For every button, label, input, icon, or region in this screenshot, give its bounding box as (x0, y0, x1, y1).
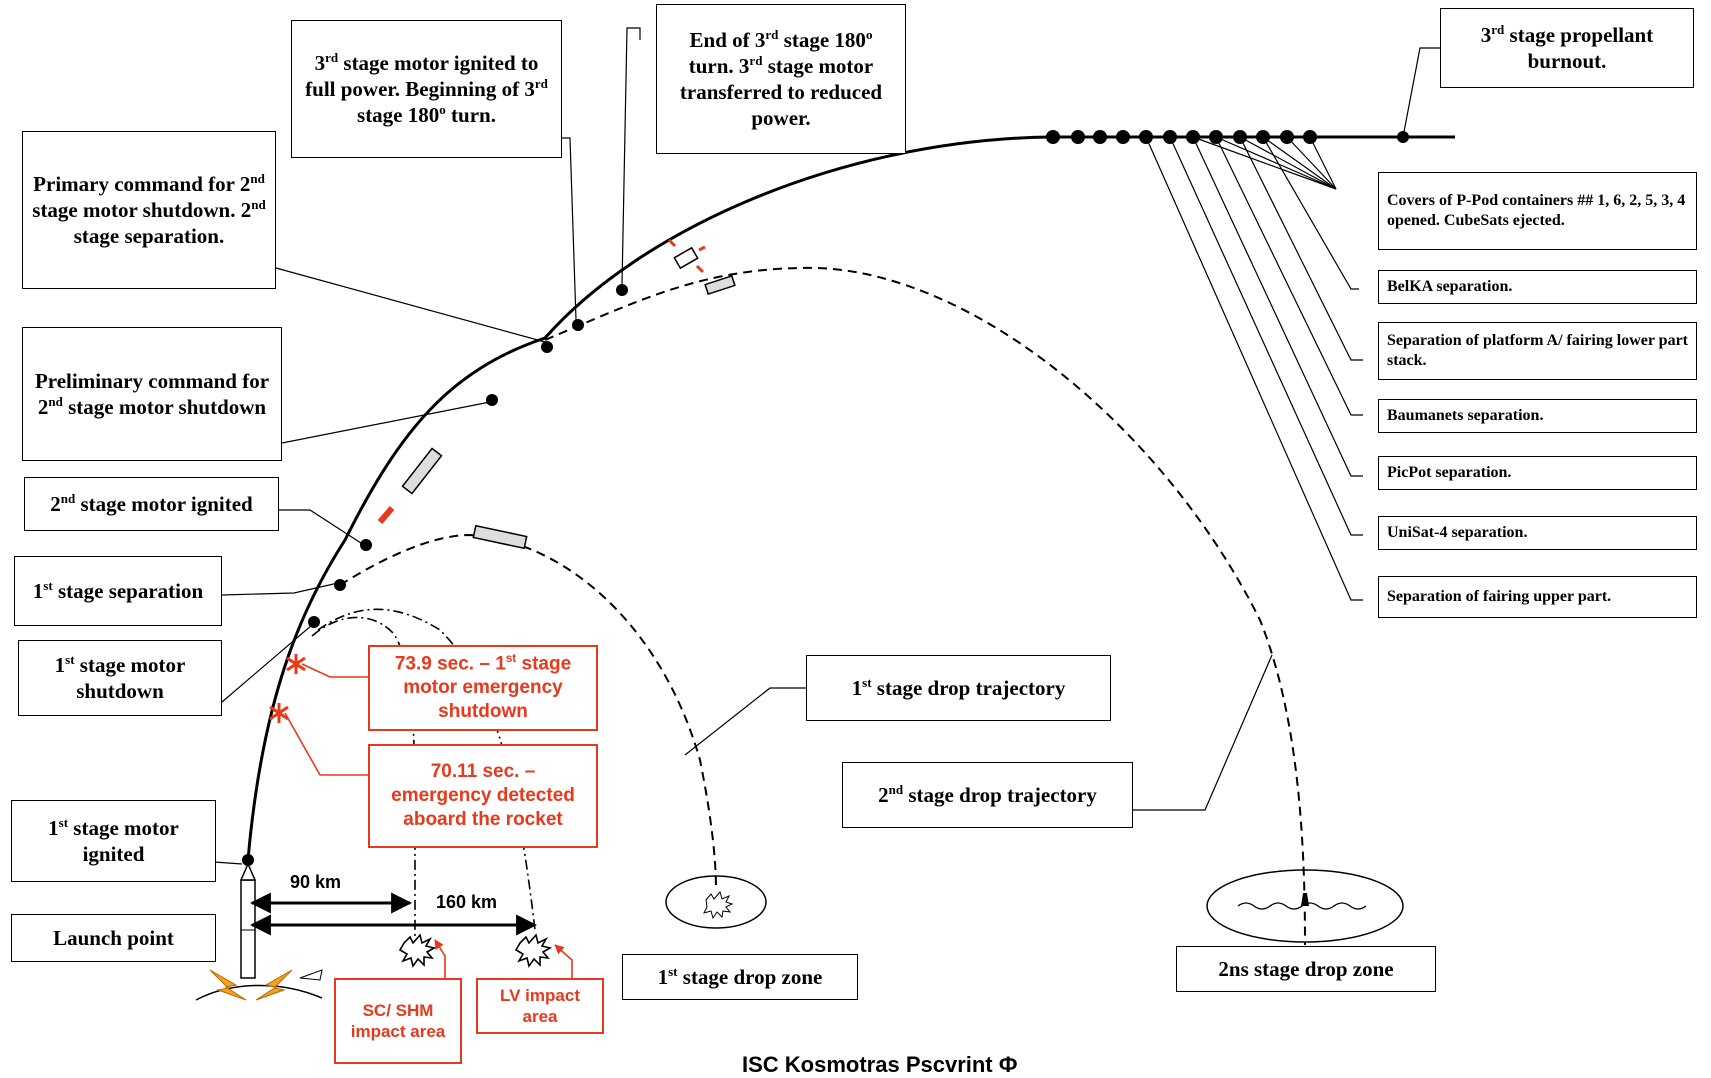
label-stage1-drop-zone: 1st stage drop zone (622, 954, 858, 1000)
label-ppod-covers: Covers of P-Pod containers ## 1, 6, 2, 5… (1378, 172, 1697, 250)
label-baumanets-separation: Baumanets separation. (1378, 399, 1697, 433)
label-stage3-turn-end: End of 3rd stage 180o turn. 3rd stage mo… (656, 4, 906, 154)
stage2-drop-zone-ellipse (1206, 869, 1404, 943)
label-stage3-burnout: 3rd stage propellant burnout. (1440, 8, 1694, 88)
label-stage2-ignited: 2nd stage motor ignited (24, 477, 279, 531)
fragment-trajectory-lv (317, 608, 536, 931)
label-primary-command: Primary command for 2nd stage motor shut… (22, 131, 276, 289)
label-picpot-separation: PicPot separation. (1378, 456, 1697, 490)
stage3-icon (667, 238, 706, 274)
leader-lines (213, 27, 1440, 865)
label-stage1-ignited: 1st stage motor ignited (11, 800, 216, 882)
stage1-spent-icon (472, 524, 528, 550)
label-lv-impact-area: LV impact area (476, 978, 604, 1034)
label-stage1-shutdown: 1st stage motor shutdown (18, 640, 222, 716)
explosion-icons (398, 933, 553, 968)
label-platform-a-separation: Separation of platform A/ fairing lower … (1378, 322, 1697, 380)
emergency-markers (269, 654, 306, 723)
distance-90-label: 90 km (290, 872, 342, 892)
label-launch-point: Launch point (11, 914, 216, 962)
label-stage3-ignited: 3rd stage motor ignited to full power. B… (291, 20, 562, 158)
label-stage1-separation: 1st stage separation (14, 556, 222, 626)
label-emergency-shutdown: 73.9 sec. – 1st stage motor emergency sh… (368, 645, 598, 731)
label-preliminary-command: Preliminary command for 2nd stage motor … (22, 327, 282, 461)
label-stage1-drop-trajectory: 1st stage drop trajectory (806, 655, 1111, 721)
stage2-impact-icon (1301, 893, 1309, 906)
stage2-drop-trajectory (544, 266, 1306, 946)
label-unisat4-separation: UniSat-4 separation. (1378, 516, 1697, 550)
label-emergency-detected: 70.11 sec. – emergency detected aboard t… (368, 744, 598, 848)
stage1-impact-icon (703, 890, 734, 920)
stage1-drop-trajectory (339, 533, 717, 891)
label-fairing-upper-separation: Separation of fairing upper part. (1378, 576, 1697, 618)
label-sc-shm-impact-area: SC/ SHM impact area (334, 978, 462, 1064)
label-stage2-drop-zone: 2ns stage drop zone (1176, 946, 1436, 992)
main-trajectory (246, 135, 1455, 861)
stage1-drop-zone-ellipse (665, 875, 767, 929)
credit-text: ISC Kosmotras Pscvrint Ф (742, 1052, 1018, 1077)
stage2-icon (377, 447, 443, 524)
label-stage2-drop-trajectory: 2nd stage drop trajectory (842, 762, 1133, 828)
distance-160-label: 160 km (436, 892, 498, 912)
launch-flame-icon (209, 969, 293, 1001)
label-belka-separation: BelKA separation. (1378, 270, 1697, 304)
event-dots (242, 130, 1409, 866)
stage2-spent-icon (704, 274, 736, 296)
